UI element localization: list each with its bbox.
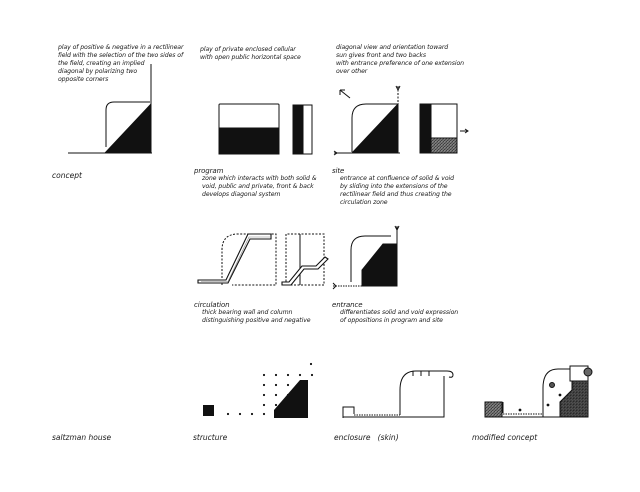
program-diagram xyxy=(197,233,329,286)
structure-diagram xyxy=(203,362,314,418)
enclosure-diagram xyxy=(342,370,454,418)
site-diagram xyxy=(332,225,400,290)
private-public-diagram xyxy=(218,103,313,155)
concept-diagram xyxy=(68,64,152,154)
site-note: entrance at confluence of solid & void b… xyxy=(340,175,454,206)
program-note-block: program zone which interacts with both s… xyxy=(194,167,317,199)
site-note-block: site entrance at confluence of solid & v… xyxy=(332,167,454,207)
diagonal-view-diagram xyxy=(333,85,469,156)
entrance-note: differentiates solid and void expression… xyxy=(340,309,459,324)
circulation-note-block: circulation thick bearing wall and colum… xyxy=(194,301,311,325)
site-heading: site xyxy=(332,167,345,175)
caption-modified-concept: modified concept xyxy=(472,433,538,442)
concept-note: play of positive & negative in a rectili… xyxy=(58,44,184,83)
arrow-right-icon xyxy=(464,128,469,134)
entry-arrow-icon xyxy=(332,282,337,290)
program-note: zone which interacts with both solid & v… xyxy=(202,175,317,198)
circulation-heading: circulation xyxy=(194,301,230,309)
caption-enclosure: enclosure (skin) xyxy=(334,433,399,442)
entrance-heading: entrance xyxy=(332,301,363,309)
concept-caption: concept xyxy=(52,171,82,180)
circulation-note: thick bearing wall and column distinguis… xyxy=(202,309,311,324)
private-public-note: play of private enclosed cellular with o… xyxy=(200,46,301,61)
arrow-up-left-icon xyxy=(339,89,351,99)
caption-structure: structure xyxy=(193,433,228,442)
caption-saltzman-house: saltzman house xyxy=(52,433,112,442)
entrance-note-block: entrance differentiates solid and void e… xyxy=(332,301,458,325)
diagonal-view-note: diagonal view and orientation toward sun… xyxy=(336,44,464,75)
program-heading: program xyxy=(194,167,224,175)
modified-concept-diagram xyxy=(484,365,593,418)
